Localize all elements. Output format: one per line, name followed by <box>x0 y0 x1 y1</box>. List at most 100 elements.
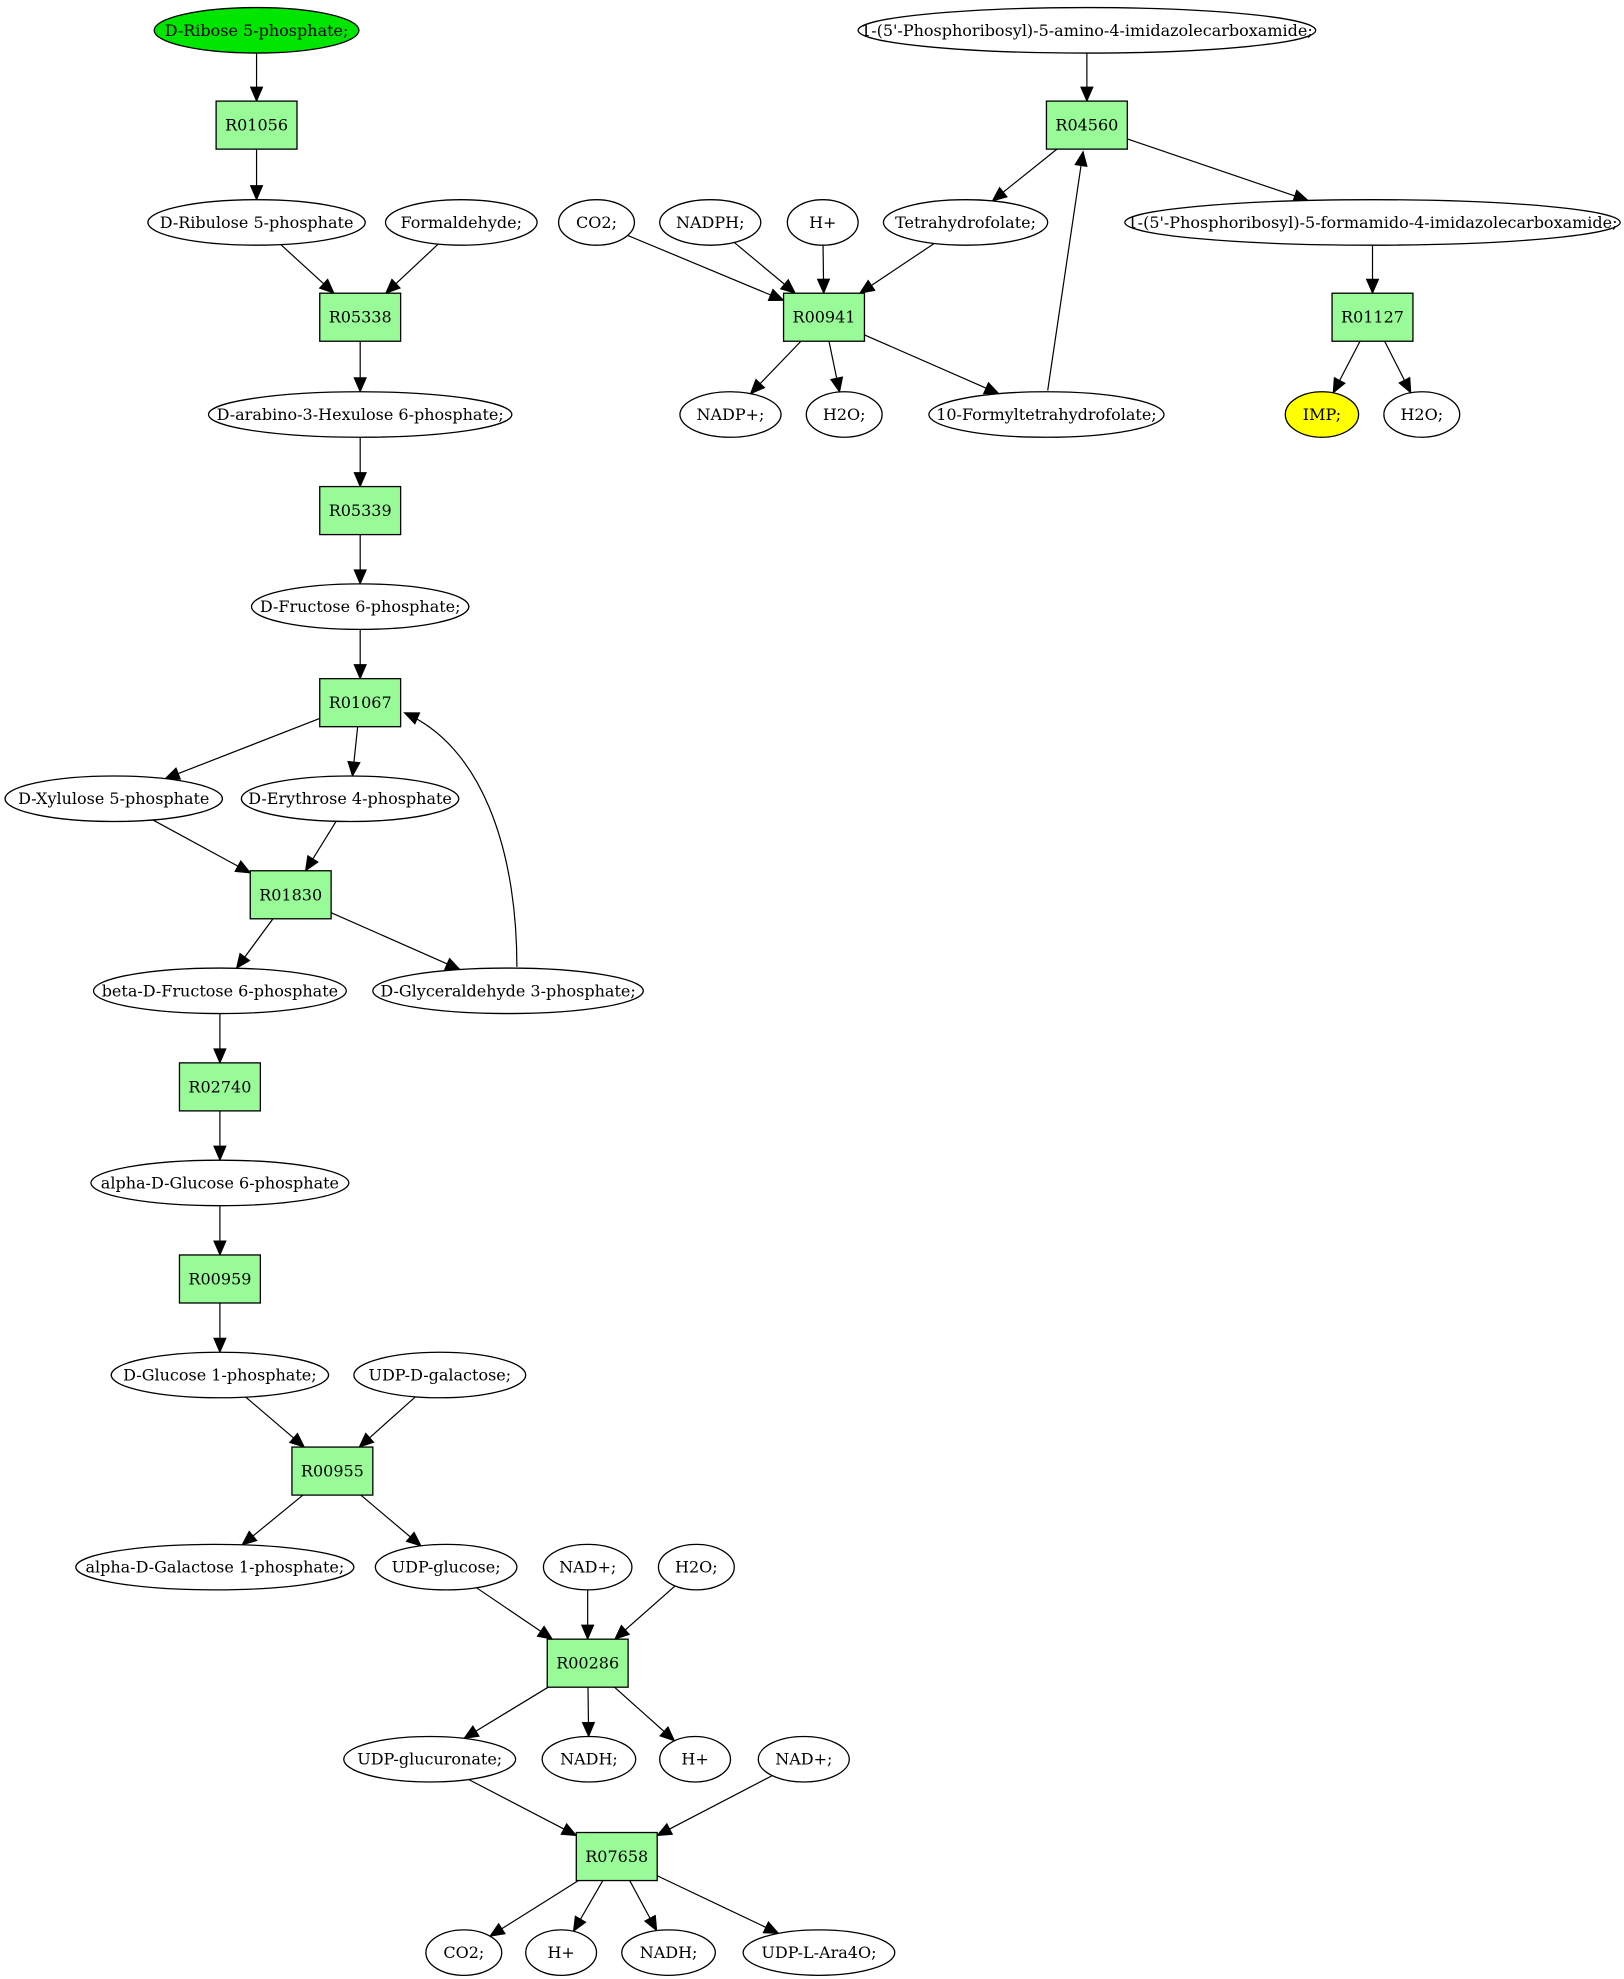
edge-r07658-to-n-nadh2 <box>629 1880 658 1932</box>
edge-n-bfru6p-to-r02740 <box>213 1013 227 1065</box>
metabolite-label: NADH; <box>640 1943 698 1962</box>
reaction-label: R05339 <box>329 501 392 520</box>
arrowhead <box>572 1915 587 1933</box>
metabolite-node-d-ribulose-5-phosphate: D-Ribulose 5-phosphate <box>147 199 366 246</box>
reaction-node-r01830: R01830 <box>249 870 332 920</box>
reaction-box <box>215 100 298 150</box>
metabolite-label: 1-(5'-Phosphoribosyl)-5-formamido-4-imid… <box>1127 213 1617 232</box>
edge-n-glc1p-to-r00955 <box>245 1396 306 1448</box>
metabolite-node-udp-d-galactose: UDP-D-galactose; <box>353 1351 527 1399</box>
metabolite-label: D-Xylulose 5-phosphate <box>18 789 209 808</box>
metabolite-node-udp-glucose: UDP-glucose; <box>374 1543 518 1591</box>
arrowhead <box>353 569 367 586</box>
metabolite-ellipse <box>557 199 636 246</box>
arrowhead <box>443 957 462 971</box>
metabolite-node-formaldehyde: Formaldehyde; <box>384 199 538 246</box>
arrowhead <box>991 186 1008 202</box>
reaction-node-r01127: R01127 <box>1331 292 1414 342</box>
metabolite-ellipse <box>353 1351 527 1399</box>
arrowhead <box>384 278 402 295</box>
metabolite-ellipse <box>425 1929 503 1976</box>
edge-r00955-to-n-agal1p <box>241 1494 304 1546</box>
reaction-box <box>1045 100 1128 150</box>
arrowhead <box>829 376 844 394</box>
arrowhead <box>858 279 876 294</box>
metabolite-ellipse <box>384 199 538 246</box>
metabolite-node-nadh: NADH; <box>541 1735 637 1783</box>
reaction-label: R07658 <box>585 1847 648 1866</box>
arrowhead <box>163 767 182 780</box>
metabolite-node-d-erythrose-4-phosphate: D-Erythrose 4-phosphate <box>240 775 460 823</box>
arrowhead <box>213 1240 227 1257</box>
metabolite-node-tetrahydrofolate: Tetrahydrofolate; <box>882 199 1049 246</box>
arrowhead <box>213 1145 227 1162</box>
metabolite-node-nad: NAD+; <box>542 1543 633 1591</box>
arrowhead <box>318 278 335 295</box>
arrowhead <box>304 854 319 872</box>
reaction-label: R01067 <box>329 693 392 712</box>
arrowhead <box>749 378 766 395</box>
reaction-box <box>575 1831 658 1882</box>
metabolite-ellipse <box>110 1351 330 1399</box>
edge-r01127-to-n-imp <box>1332 340 1361 395</box>
metabolite-label: NAD+; <box>559 1558 616 1577</box>
metabolite-node-udp-l-ara4o: UDP-L-Ara4O; <box>742 1929 896 1976</box>
edge-n-arab-to-r05339 <box>353 437 367 488</box>
metabolite-label: UDP-glucose; <box>392 1558 501 1577</box>
arrowhead <box>1365 278 1380 295</box>
metabolite-node-alpha-d-glucose-6-phosphate: alpha-D-Glucose 6-phosphate <box>90 1159 350 1207</box>
arrowhead <box>213 1048 227 1065</box>
edge-n-nad1-to-r00286 <box>580 1589 595 1641</box>
metabolite-ellipse <box>250 583 470 631</box>
metabolite-node-nadp: NADP+; <box>679 391 782 438</box>
arrowhead <box>779 278 797 295</box>
metabolite-node-h2o: H2O; <box>805 391 883 438</box>
edge-n-aglc6p-to-r00959 <box>213 1205 227 1257</box>
arrowhead <box>982 381 1001 395</box>
metabolite-node-d-xylulose-5-phosphate: D-Xylulose 5-phosphate <box>4 775 224 823</box>
arrowhead <box>403 712 421 725</box>
metabolite-node-h2o: H2O; <box>1383 391 1461 438</box>
reaction-box <box>546 1638 629 1688</box>
reaction-box <box>291 1446 374 1496</box>
edge-n-udpgal-to-r00955 <box>358 1396 416 1448</box>
arrowhead <box>249 185 264 201</box>
arrowhead <box>347 760 361 778</box>
metabolite-node-d-glucose-1-phosphate: D-Glucose 1-phosphate; <box>110 1351 330 1399</box>
reaction-label: R00941 <box>793 308 856 327</box>
metabolite-ellipse <box>541 1735 637 1783</box>
metabolite-node-alpha-d-galactose-1-phosphate: alpha-D-Galactose 1-phosphate; <box>75 1543 355 1591</box>
metabolite-ellipse <box>928 391 1165 438</box>
metabolite-node-co2: CO2; <box>557 199 636 246</box>
reaction-label: R01056 <box>225 116 288 135</box>
arrowhead <box>213 1337 227 1354</box>
edge-n-h2o2-to-r00286 <box>613 1585 676 1641</box>
edge-r04560-to-n-faicar <box>1127 138 1310 203</box>
edge-n-ribu5p-to-r05338 <box>280 244 335 295</box>
metabolite-node-1-5-phosphoribosyl-5-formamido-4-imidazolecarboxamide: 1-(5'-Phosphoribosyl)-5-formamido-4-imid… <box>1124 199 1621 246</box>
arrowhead <box>581 1721 596 1738</box>
metabolite-label: alpha-D-Galactose 1-phosphate; <box>85 1558 344 1577</box>
metabolite-ellipse <box>679 391 782 438</box>
edge-n-udpglcua-to-r07658 <box>468 1778 578 1837</box>
metabolite-label: D-arabino-3-Hexulose 6-phosphate; <box>217 405 504 424</box>
edge-n-xyl5p-to-r01830 <box>152 819 252 874</box>
metabolite-ellipse <box>240 775 460 823</box>
reaction-label: R00955 <box>301 1462 364 1481</box>
metabolite-label: CO2; <box>443 1943 484 1962</box>
metabolite-label: D-Glucose 1-phosphate; <box>123 1366 316 1385</box>
reaction-box <box>178 1254 261 1304</box>
metabolite-label: D-Fructose 6-phosphate; <box>260 597 461 616</box>
arrowhead <box>1398 376 1412 394</box>
edge-n-formald-to-r05338 <box>384 243 439 295</box>
edge-n-co2a-to-r00941 <box>627 234 785 302</box>
metabolite-ellipse <box>90 1159 350 1207</box>
edge-r00941-to-n-h2o1 <box>828 341 844 394</box>
arrowhead <box>1332 376 1346 395</box>
metabolite-label: H+ <box>681 1750 708 1769</box>
edge-r00286-to-n-nadh1 <box>581 1687 596 1738</box>
metabolite-node-beta-d-fructose-6-phosphate: beta-D-Fructose 6-phosphate <box>92 967 347 1015</box>
reaction-box <box>782 292 866 342</box>
